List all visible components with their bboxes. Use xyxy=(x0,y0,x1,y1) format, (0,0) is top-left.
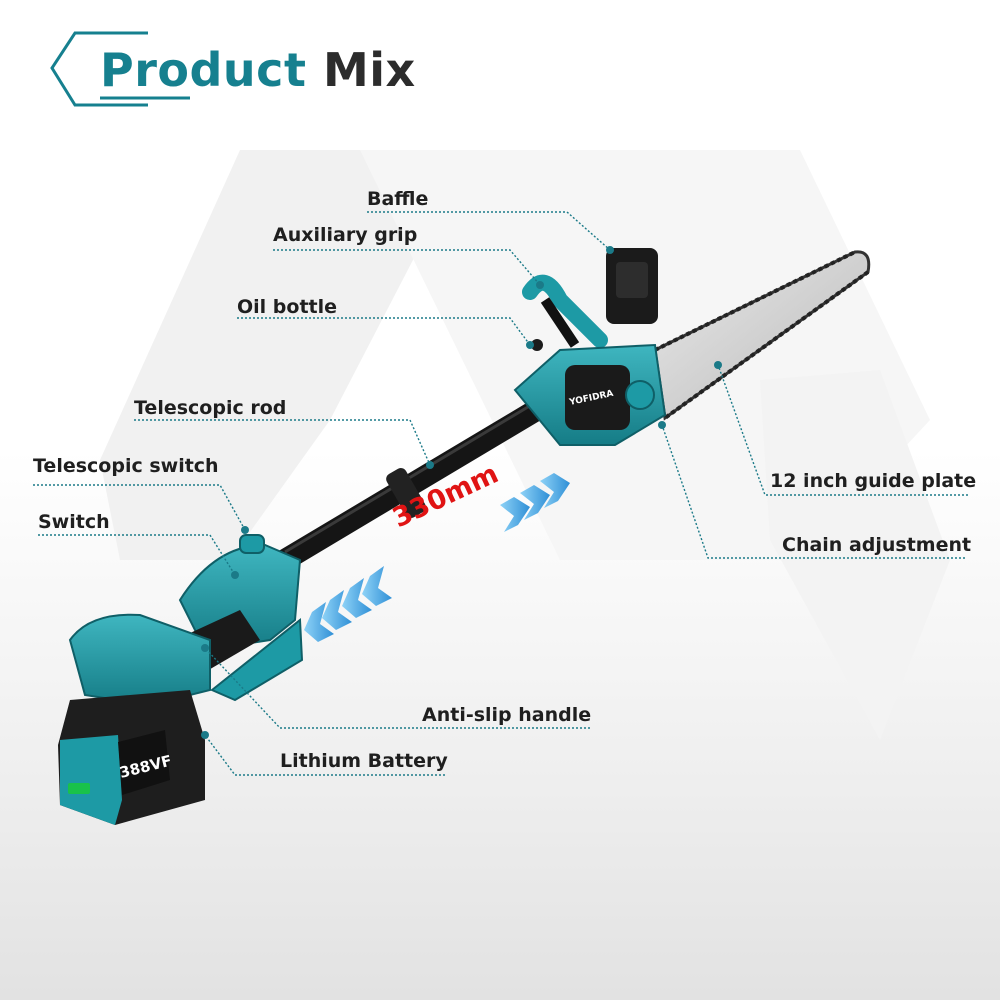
title-frame xyxy=(50,31,190,107)
callout-telescopic-switch: Telescopic switch xyxy=(33,455,219,477)
battery-pack: 388VF xyxy=(58,613,211,825)
callout-telescopic-rod: Telescopic rod xyxy=(134,397,287,419)
page-title: Product Mix xyxy=(100,40,416,100)
callout-dots xyxy=(201,246,722,739)
arrow-chevrons-left xyxy=(304,566,392,642)
motor-head: YOFIDRA xyxy=(513,248,667,446)
title-part-1: Product xyxy=(100,43,307,97)
guide-bar xyxy=(653,250,871,421)
callout-leader-lines xyxy=(33,211,968,776)
callout-switch: Switch xyxy=(38,511,110,533)
callout-lithium-battery: Lithium Battery xyxy=(280,750,448,772)
callout-anti-slip-handle: Anti-slip handle xyxy=(422,704,592,726)
callout-auxiliary-grip: Auxiliary grip xyxy=(273,224,418,246)
title-part-2: Mix xyxy=(322,43,416,97)
callout-baffle: Baffle xyxy=(367,188,429,210)
arrow-chevrons-right xyxy=(500,473,570,532)
callout-guide-plate: 12 inch guide plate xyxy=(770,470,977,492)
telescopic-rod xyxy=(274,392,559,571)
callout-oil-bottle: Oil bottle xyxy=(237,296,338,318)
callout-chain-adjustment: Chain adjustment xyxy=(782,534,972,556)
